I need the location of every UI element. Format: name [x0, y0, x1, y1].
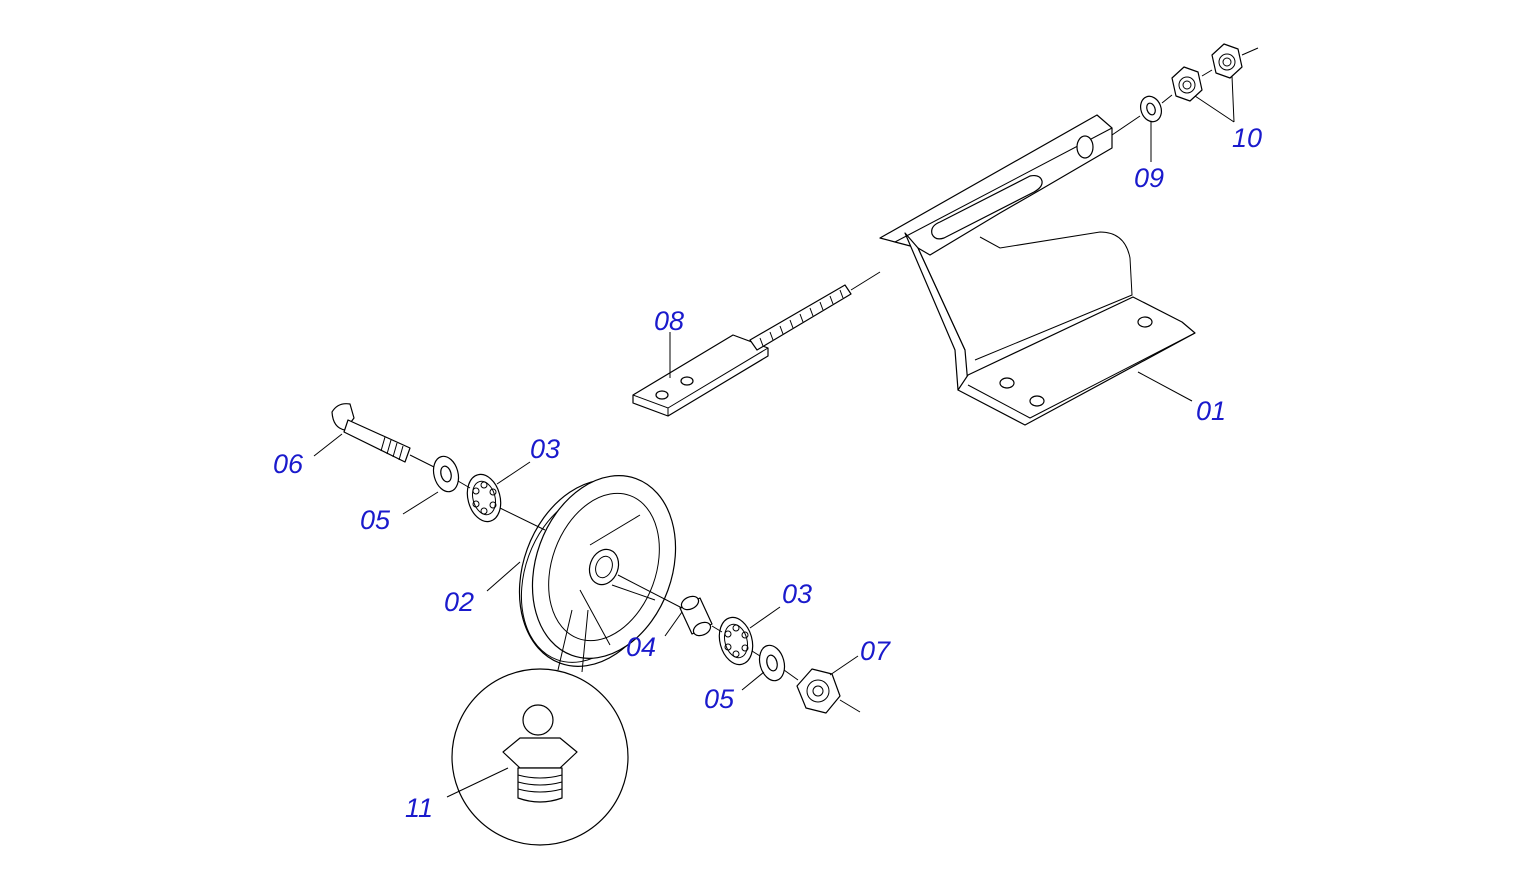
callout-01: 01 [1196, 396, 1226, 426]
callout-09: 09 [1134, 163, 1164, 193]
callout-11: 11 [405, 793, 433, 823]
tension-rod-part-08 [632, 284, 852, 417]
washer-part-05-right [758, 644, 786, 682]
nuts-part-10 [1171, 43, 1243, 102]
callout-06: 06 [273, 449, 304, 479]
callout-02: 02 [444, 587, 474, 617]
bracket-part-01 [879, 114, 1196, 426]
callout-08: 08 [654, 306, 684, 336]
pulley-part-02 [518, 475, 677, 667]
callout-05-left: 05 [360, 505, 391, 535]
callout-03-left: 03 [530, 434, 560, 464]
bearing-part-03-right [718, 616, 754, 666]
callout-labels: 01 02 03 03 04 05 05 06 07 08 09 10 11 [273, 123, 1262, 823]
leader-lines [313, 75, 1235, 798]
bolt-part-06 [331, 403, 411, 463]
axis-line-rod [850, 271, 881, 291]
spacer-part-04 [679, 595, 713, 637]
washer-part-05-left [432, 455, 460, 493]
callout-10: 10 [1232, 123, 1262, 153]
detail-circle-part-11 [451, 609, 629, 846]
axis-line-lower [409, 454, 861, 713]
washer-part-09 [1140, 95, 1162, 123]
callout-07: 07 [860, 636, 891, 666]
callout-04: 04 [626, 632, 656, 662]
nut-part-07 [796, 668, 841, 714]
axis-line-upper [1111, 47, 1259, 136]
callout-03-right: 03 [782, 579, 812, 609]
bearing-part-03-left [466, 473, 502, 523]
callout-05-right: 05 [704, 684, 735, 714]
